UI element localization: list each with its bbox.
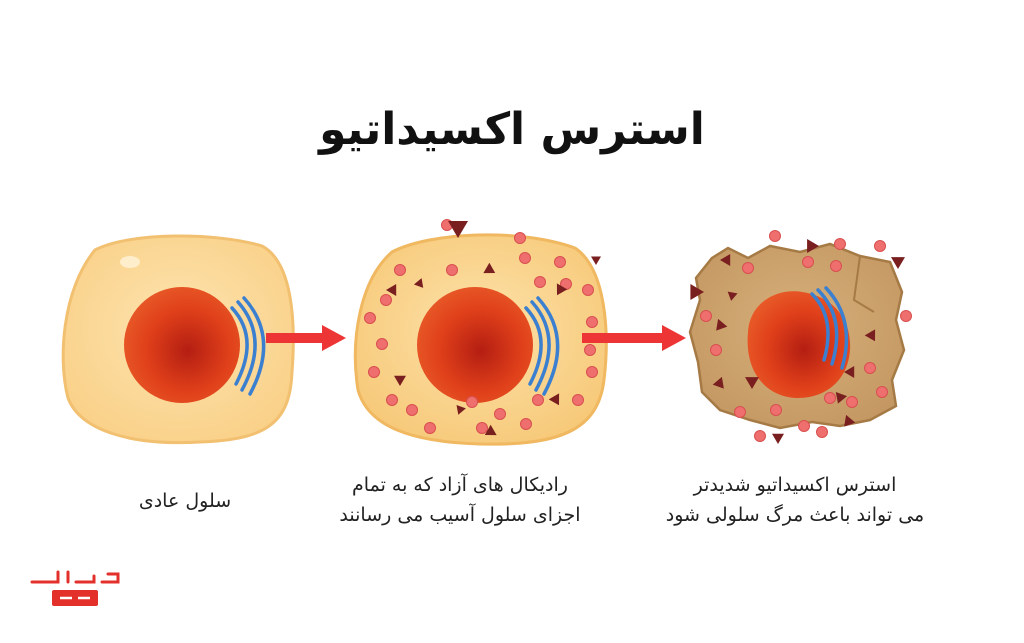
- free-radical-dot: [864, 362, 876, 374]
- free-radical-triangle: [484, 424, 497, 436]
- caption-severe-stress: استرس اکسیداتیو شدیدتر می تواند باعث مرگ…: [640, 470, 950, 530]
- caption-normal-line-1: سلول عادی: [138, 490, 232, 512]
- free-radical-dot: [816, 426, 828, 438]
- free-radical-dot: [394, 264, 406, 276]
- free-radical-dot: [534, 276, 546, 288]
- free-radical-dot: [386, 394, 398, 406]
- radical-cell: [353, 219, 608, 446]
- damaged-cell-blue-organelle-icon: [810, 286, 849, 370]
- free-radical-triangle: [483, 262, 496, 274]
- free-radical-dot: [494, 408, 506, 420]
- normal-cell-nucleus: [124, 287, 240, 403]
- normal-cell-highlight: [120, 256, 140, 268]
- free-radical-triangle: [456, 405, 466, 415]
- caption-radicals-line-2: اجزای سلول آسیب می رسانند: [339, 504, 581, 526]
- free-radical-dot: [710, 344, 722, 356]
- free-radical-dot: [532, 394, 544, 406]
- free-radical-dot: [554, 256, 566, 268]
- arrow-2: [582, 325, 686, 351]
- free-radical-triangle: [772, 433, 784, 444]
- free-radical-dot: [754, 430, 766, 442]
- diagram-title: استرس اکسیداتیو: [319, 104, 705, 155]
- brand-logo-icon: [30, 570, 120, 606]
- free-radical-dot: [520, 418, 532, 430]
- free-radical-dot: [446, 264, 458, 276]
- free-radical-triangle: [591, 256, 601, 265]
- free-radical-dot: [874, 240, 886, 252]
- free-radical-dot: [406, 404, 418, 416]
- free-radical-triangle: [727, 291, 738, 301]
- free-radical-triangle: [864, 329, 876, 342]
- free-radical-triangle: [844, 366, 855, 378]
- free-radicals-severe: [690, 230, 912, 444]
- free-radical-dot: [834, 238, 846, 250]
- free-radical-dot: [582, 284, 594, 296]
- free-radical-dot: [769, 230, 781, 242]
- free-radical-dot: [876, 386, 888, 398]
- free-radical-triangle: [807, 239, 819, 253]
- free-radical-dot: [476, 422, 488, 434]
- free-radical-triangle: [844, 414, 856, 427]
- free-radical-triangle: [712, 376, 724, 389]
- free-radical-dot: [798, 420, 810, 432]
- radical-cell-nucleus: [417, 287, 533, 403]
- free-radical-triangle: [394, 375, 406, 386]
- free-radical-triangle: [413, 278, 424, 288]
- free-radical-dot: [368, 366, 380, 378]
- free-radical-dot: [734, 406, 746, 418]
- free-radical-dot: [770, 404, 782, 416]
- caption-severe-line-2: می تواند باعث مرگ سلولی شود: [665, 504, 925, 526]
- free-radical-triangle: [556, 283, 568, 296]
- free-radical-triangle: [835, 392, 848, 404]
- free-radical-triangle: [386, 284, 397, 296]
- free-radical-dot: [846, 396, 858, 408]
- free-radical-triangle: [745, 377, 759, 389]
- damaged-cell: [688, 230, 912, 444]
- caption-free-radicals: رادیکال های آزاد که به تمام اجزای سلول آ…: [310, 470, 610, 530]
- free-radical-triangle: [690, 284, 704, 300]
- free-radical-triangle: [548, 393, 560, 406]
- free-radical-triangle: [448, 221, 468, 238]
- free-radical-dot: [519, 252, 531, 264]
- free-radical-dot: [584, 344, 596, 356]
- free-radical-triangle: [716, 318, 728, 331]
- caption-radicals-line-1: رادیکال های آزاد که به تمام: [352, 474, 568, 496]
- free-radical-dot: [700, 310, 712, 322]
- free-radical-dot: [742, 262, 754, 274]
- arrow-1: [266, 325, 346, 351]
- free-radical-dot: [376, 338, 388, 350]
- free-radical-triangle: [891, 257, 905, 269]
- free-radical-dot: [572, 394, 584, 406]
- free-radical-dot: [466, 396, 478, 408]
- free-radical-dot: [900, 310, 912, 322]
- free-radical-triangle: [720, 254, 731, 266]
- free-radical-dot: [586, 316, 598, 328]
- caption-severe-line-1: استرس اکسیداتیو شدیدتر: [693, 474, 897, 496]
- free-radical-dot: [514, 232, 526, 244]
- free-radical-dot: [824, 392, 836, 404]
- caption-normal-cell: سلول عادی: [110, 486, 260, 516]
- normal-cell-blue-organelle-icon: [230, 296, 266, 396]
- free-radical-dot: [586, 366, 598, 378]
- free-radical-dot: [830, 260, 842, 272]
- free-radical-dot: [380, 294, 392, 306]
- free-radicals: [364, 219, 601, 436]
- normal-cell: [61, 234, 295, 445]
- radical-cell-blue-organelle-icon: [524, 296, 560, 396]
- free-radical-dot: [424, 422, 436, 434]
- free-radical-dot: [364, 312, 376, 324]
- free-radical-dot: [802, 256, 814, 268]
- damaged-cell-crack: [852, 255, 875, 313]
